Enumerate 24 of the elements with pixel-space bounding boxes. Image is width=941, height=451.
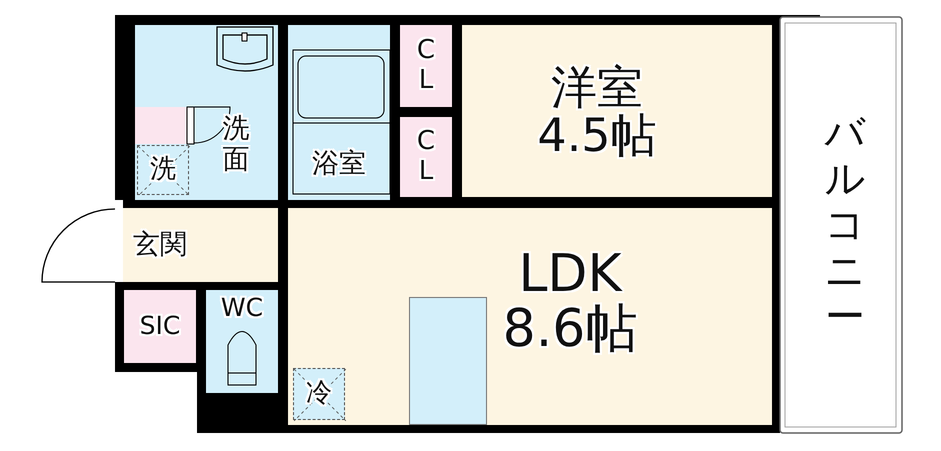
- room-size: 4.5帖: [537, 111, 657, 160]
- room-label: CL: [416, 36, 436, 96]
- closet: [400, 117, 452, 197]
- room-label: バルコニー: [824, 110, 866, 340]
- closet: [400, 25, 452, 107]
- kitchen-counter: [409, 297, 487, 425]
- room-label: SIC: [140, 313, 180, 340]
- room-label: CL: [416, 127, 436, 187]
- room: [288, 208, 772, 425]
- closet: [124, 290, 196, 363]
- room: [462, 25, 772, 197]
- room: [123, 208, 278, 282]
- room-label: 洗: [150, 156, 176, 184]
- room-name: 洋室: [551, 62, 643, 111]
- room-label: WC: [220, 295, 264, 322]
- room-label: 洗面: [222, 112, 250, 175]
- room: [288, 25, 390, 200]
- room-label: 玄関: [133, 230, 187, 260]
- room-size: 8.6帖: [502, 302, 638, 356]
- room-label: 冷: [306, 380, 332, 408]
- room-label: 浴室: [312, 150, 366, 178]
- room-name: LDK: [518, 246, 622, 302]
- room: [135, 25, 278, 200]
- room: [206, 290, 278, 393]
